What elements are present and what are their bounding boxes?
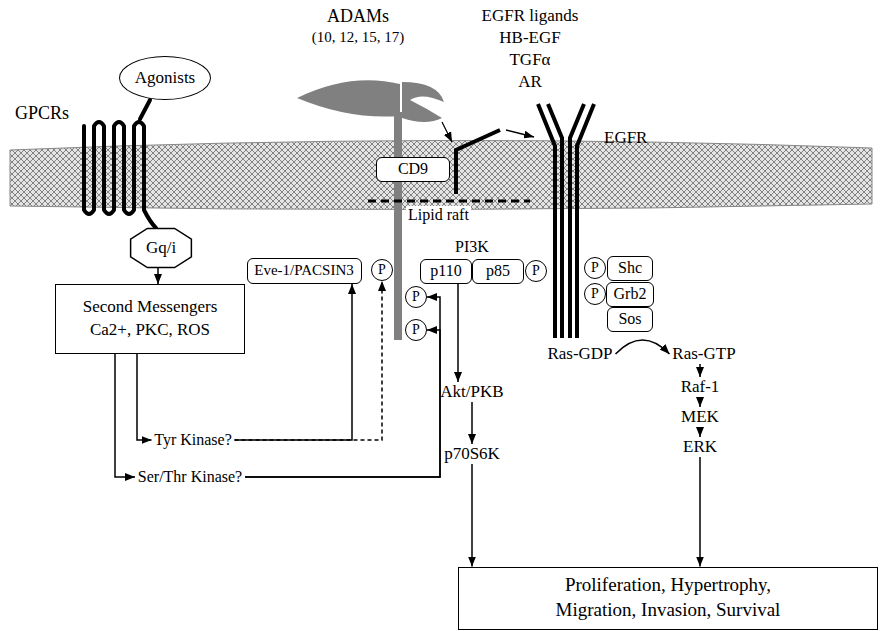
receptor-label: GPCRs — [15, 103, 69, 124]
node-text: p110 — [430, 262, 461, 280]
node-text: Tyr Kinase? — [154, 431, 232, 449]
connector-arrow — [235, 284, 353, 440]
ligand-name: TGFα — [509, 50, 550, 70]
receptor-label: EGFR — [604, 128, 647, 148]
node-text: p85 — [486, 262, 510, 280]
node-text: Ser/Thr Kinase? — [138, 468, 242, 486]
connector-arrow — [699, 457, 701, 567]
connector-arrow — [137, 354, 152, 440]
egfr-ligand — [456, 130, 500, 194]
adaptor-box: Eve-1/PACSIN3 — [247, 258, 362, 284]
kinase-subunit-box: p85 — [472, 259, 524, 284]
enzyme-label: ADAMs — [327, 6, 389, 27]
ligand-heading: EGFR ligands — [482, 6, 579, 26]
node-text: P — [591, 286, 599, 302]
node-text: Second Messengers Ca2+, PKC, ROS — [62, 296, 238, 342]
connector-arrow — [115, 354, 135, 477]
phospho-circle: P — [584, 283, 606, 305]
lipid-bilayer — [10, 140, 872, 209]
node-text: P — [412, 289, 420, 305]
node-text: Shc — [618, 259, 642, 277]
kinase-node: Tyr Kinase? — [152, 431, 235, 450]
phospho-circle: P — [405, 319, 427, 341]
connector-arrow — [157, 268, 159, 284]
phospho-circle: P — [371, 259, 393, 281]
node-text: p70S6K — [444, 444, 500, 464]
node-text: Gq/i — [146, 238, 176, 258]
tetraspanin-box: CD9 — [376, 157, 450, 182]
gpcr-receptor — [84, 122, 156, 228]
adaptor-box: Sos — [607, 307, 653, 332]
node-text: P — [412, 322, 420, 338]
connector-arrow — [699, 397, 701, 407]
egfr-subunit — [538, 104, 562, 338]
node-text: ERK — [683, 437, 717, 457]
phospho-circle: P — [405, 286, 427, 308]
node-text: Eve-1/PACSIN3 — [254, 262, 353, 279]
kinase-node: p70S6K — [442, 444, 503, 464]
kinase-node: ERK — [681, 437, 720, 457]
agonist-ellipse: Agonists — [119, 56, 211, 100]
node-text: Proliferation, Hypertrophy, Migration, I… — [533, 573, 803, 622]
connector-arrow — [471, 464, 473, 567]
ligand-name: HB-EGF — [499, 28, 560, 48]
raft-label: Lipid raft — [406, 206, 471, 224]
node-text: Raf-1 — [681, 377, 720, 397]
kinase-node: Raf-1 — [678, 377, 722, 397]
kinase-node: Ser/Thr Kinase? — [135, 468, 245, 487]
g-protein-octagon: Gq/i — [130, 228, 192, 268]
node-text: Ras-GDP — [547, 344, 612, 364]
dashed-arrow — [235, 281, 383, 440]
node-text: Ras-GTP — [672, 344, 735, 364]
messenger-box: Second Messengers Ca2+, PKC, ROS — [55, 284, 245, 354]
connector-arrow — [616, 340, 670, 354]
lipid-raft-line — [368, 200, 530, 203]
kinase-node: MEK — [679, 407, 722, 427]
adam-head — [297, 80, 400, 116]
kinase-node: Akt/PKB — [438, 382, 507, 402]
adaptor-box: Grb2 — [606, 282, 654, 307]
connector-arrow — [245, 297, 440, 477]
enzyme-members-label: (10, 12, 15, 17) — [312, 29, 405, 46]
connector-arrow — [699, 364, 701, 377]
adam-stalk — [394, 112, 402, 340]
ligand-release-arrow — [506, 130, 534, 137]
protein-label-node: Ras-GDP — [545, 344, 616, 364]
adaptor-box: Shc — [607, 256, 653, 281]
node-text: Sos — [618, 310, 641, 328]
outcome-box: Proliferation, Hypertrophy, Migration, I… — [458, 567, 878, 630]
node-text: P — [532, 263, 540, 279]
adam-crescent — [402, 82, 444, 122]
kinase-subunit-box: p110 — [420, 259, 472, 284]
node-text: CD9 — [398, 160, 428, 178]
node-text: MEK — [681, 407, 719, 427]
phospho-circle: P — [525, 260, 547, 282]
enzyme-label: PI3K — [455, 238, 489, 256]
connector-arrow — [245, 330, 440, 477]
protein-label-node: Ras-GTP — [670, 344, 739, 364]
node-text: Agonists — [135, 68, 195, 88]
ligand-name: AR — [518, 72, 542, 92]
connector-arrow — [457, 284, 459, 383]
gpcr-n-terminus — [140, 100, 150, 119]
connector-arrow — [699, 427, 701, 437]
octagon-shape — [131, 228, 192, 267]
node-text: Akt/PKB — [440, 382, 503, 402]
cleavage-arrow — [442, 122, 452, 142]
phospho-circle: P — [584, 257, 606, 279]
node-text: Grb2 — [614, 285, 647, 303]
connector-arrow — [471, 402, 473, 444]
node-text: P — [591, 260, 599, 276]
node-text: P — [378, 262, 386, 278]
